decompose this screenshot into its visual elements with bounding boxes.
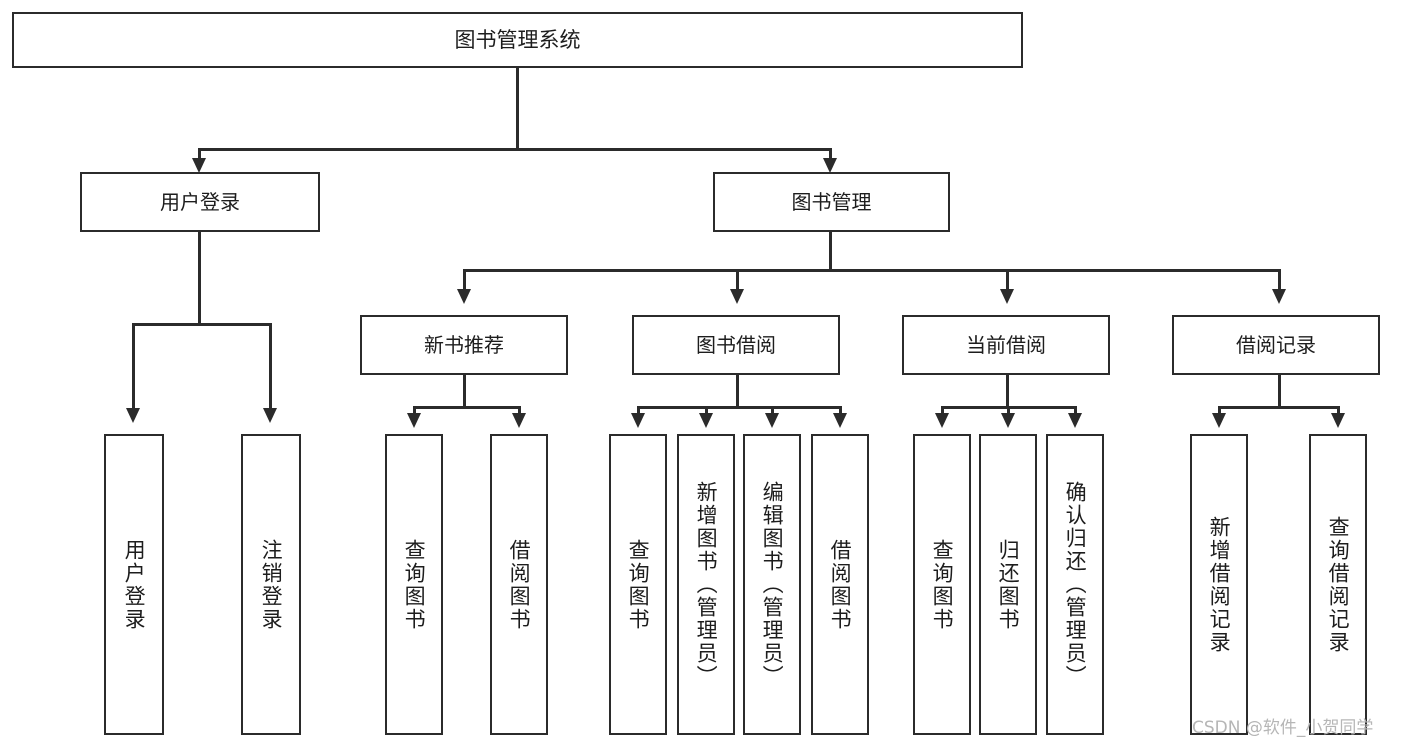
arrow-icon-current-borrow-leaf-3 <box>1068 413 1082 428</box>
node-label: 图书管理系统 <box>454 27 581 52</box>
edge-user-login-bus <box>132 323 272 326</box>
node-label: 新书推荐 <box>424 332 504 357</box>
node-label: 归还图书 <box>996 538 1021 631</box>
edge-new-book-drop-2 <box>518 406 521 418</box>
edge-user-login-drop-1 <box>132 323 135 415</box>
edge-book-mgmt-stem <box>829 232 832 272</box>
edge-book-mgmt-drop-1 <box>463 269 466 295</box>
arrow-icon-book-borrow-leaf-4 <box>833 413 847 428</box>
node-label: 借阅图书 <box>828 538 853 631</box>
node-label: 借阅记录 <box>1236 332 1316 357</box>
node-label: 注销登录 <box>259 538 284 631</box>
node-current-borrow[interactable]: 当前借阅 <box>902 315 1110 375</box>
edge-borrow-record-bus <box>1218 406 1340 409</box>
edge-book-borrow-drop-2 <box>705 406 708 418</box>
node-label: 图书借阅 <box>696 332 776 357</box>
edge-book-borrow-drop-3 <box>771 406 774 418</box>
edge-book-mgmt-bus <box>463 269 1281 272</box>
leaf-new-book-borrow-book[interactable]: 借阅图书 <box>490 434 548 735</box>
leaf-current-borrow-confirm-return-admin[interactable]: 确认归还（管理员） <box>1046 434 1104 735</box>
leaf-borrow-record-add-record[interactable]: 新增借阅记录 <box>1190 434 1248 735</box>
edge-new-book-bus <box>413 406 521 409</box>
arrow-icon-user-login-leaf-1 <box>126 408 140 423</box>
edge-book-mgmt-drop-3 <box>1006 269 1009 295</box>
leaf-user-login-logout[interactable]: 注销登录 <box>241 434 301 735</box>
edge-book-borrow-drop-1 <box>637 406 640 418</box>
edge-borrow-record-stem <box>1278 375 1281 409</box>
arrow-icon-to-book-borrow <box>730 289 744 304</box>
edge-root-bus <box>198 148 832 151</box>
leaf-book-borrow-query-book[interactable]: 查询图书 <box>609 434 667 735</box>
arrow-icon-borrow-record-leaf-1 <box>1212 413 1226 428</box>
node-root-system[interactable]: 图书管理系统 <box>12 12 1023 68</box>
arrow-icon-book-borrow-leaf-2 <box>699 413 713 428</box>
arrow-icon-book-borrow-leaf-1 <box>631 413 645 428</box>
arrow-icon-book-borrow-leaf-3 <box>765 413 779 428</box>
edge-book-borrow-stem <box>736 375 739 409</box>
node-label: 用户登录 <box>160 189 240 214</box>
arrow-icon-borrow-record-leaf-2 <box>1331 413 1345 428</box>
arrow-icon-new-book-leaf-1 <box>407 413 421 428</box>
edge-current-borrow-drop-2 <box>1007 406 1010 418</box>
node-book-management[interactable]: 图书管理 <box>713 172 950 232</box>
node-label: 当前借阅 <box>966 332 1046 357</box>
node-label: 查询借阅记录 <box>1326 515 1351 654</box>
node-label: 用户登录 <box>122 538 147 631</box>
edge-book-borrow-drop-4 <box>839 406 842 418</box>
arrow-icon-root-to-book-mgmt <box>823 158 837 173</box>
leaf-current-borrow-query-book[interactable]: 查询图书 <box>913 434 971 735</box>
node-label: 查询图书 <box>626 538 651 631</box>
node-label: 借阅图书 <box>507 538 532 631</box>
edge-new-book-stem <box>463 375 466 409</box>
arrow-icon-user-login-leaf-2 <box>263 408 277 423</box>
arrow-icon-new-book-leaf-2 <box>512 413 526 428</box>
node-label: 查询图书 <box>402 538 427 631</box>
leaf-book-borrow-add-book-admin[interactable]: 新增图书（管理员） <box>677 434 735 735</box>
edge-root-stem <box>516 68 519 150</box>
edge-book-borrow-bus <box>637 406 842 409</box>
arrow-icon-to-new-book-recommend <box>457 289 471 304</box>
edge-book-mgmt-drop-4 <box>1278 269 1281 295</box>
leaf-book-borrow-edit-book-admin[interactable]: 编辑图书（管理员） <box>743 434 801 735</box>
node-book-borrow[interactable]: 图书借阅 <box>632 315 840 375</box>
node-borrow-record[interactable]: 借阅记录 <box>1172 315 1380 375</box>
edge-book-mgmt-drop-2 <box>736 269 739 295</box>
node-label: 确认归还（管理员） <box>1063 481 1088 688</box>
leaf-new-book-query-book[interactable]: 查询图书 <box>385 434 443 735</box>
node-label: 图书管理 <box>791 189 872 214</box>
edge-user-login-stem <box>198 232 201 326</box>
arrow-icon-to-current-borrow <box>1000 289 1014 304</box>
node-label: 新增图书（管理员） <box>694 481 719 688</box>
node-new-book-recommend[interactable]: 新书推荐 <box>360 315 568 375</box>
edge-borrow-record-drop-2 <box>1337 406 1340 418</box>
leaf-user-login-login[interactable]: 用户登录 <box>104 434 164 735</box>
arrow-icon-to-borrow-record <box>1272 289 1286 304</box>
edge-user-login-drop-2 <box>269 323 272 415</box>
node-label: 查询图书 <box>930 538 955 631</box>
edge-borrow-record-drop-1 <box>1218 406 1221 418</box>
arrow-icon-root-to-user-login <box>192 158 206 173</box>
node-label: 编辑图书（管理员） <box>760 481 785 688</box>
edge-current-borrow-stem <box>1006 375 1009 409</box>
leaf-current-borrow-return-book[interactable]: 归还图书 <box>979 434 1037 735</box>
node-user-login[interactable]: 用户登录 <box>80 172 320 232</box>
leaf-book-borrow-borrow-book[interactable]: 借阅图书 <box>811 434 869 735</box>
arrow-icon-current-borrow-leaf-1 <box>935 413 949 428</box>
edge-current-borrow-drop-1 <box>941 406 944 418</box>
edge-current-borrow-drop-3 <box>1074 406 1077 418</box>
arrow-icon-current-borrow-leaf-2 <box>1001 413 1015 428</box>
edge-new-book-drop-1 <box>413 406 416 418</box>
leaf-borrow-record-query-record[interactable]: 查询借阅记录 <box>1309 434 1367 735</box>
node-label: 新增借阅记录 <box>1207 515 1232 654</box>
